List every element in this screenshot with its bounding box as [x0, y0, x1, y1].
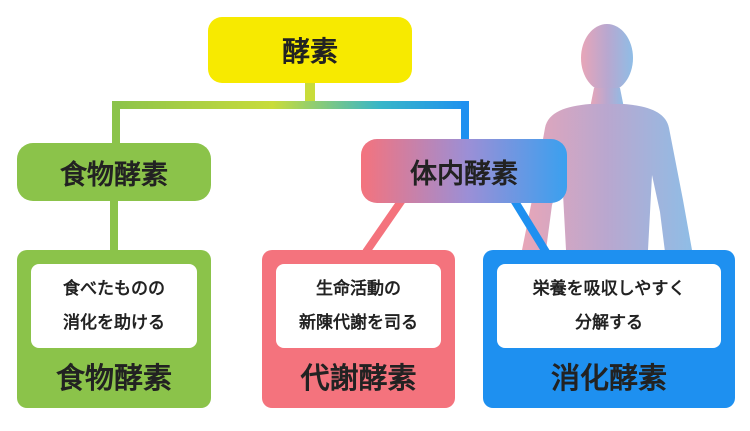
card-digestive-desc-line2: 分解する — [575, 313, 643, 333]
root-node-enzyme: 酵素 — [208, 17, 412, 83]
card-metabolic-title: 代謝酵素 — [300, 361, 417, 395]
node-food-enzyme-label: 食物酵素 — [60, 159, 168, 191]
card-metabolic-desc-line1: 生命活動の — [316, 279, 401, 299]
card-food-desc-line1: 食べたものの — [63, 279, 165, 299]
connector-top-stem — [305, 83, 315, 105]
card-food-desc-line2: 消化を助ける — [63, 313, 165, 333]
card-digestive-desc-line1: 栄養を吸収しやすく — [532, 279, 686, 299]
card-metabolic-enzyme: 生命活動の 新陳代謝を司る 代謝酵素 — [262, 250, 455, 408]
connector-digestive-card — [510, 197, 550, 255]
root-node-label: 酵素 — [281, 35, 338, 68]
card-food-enzyme: 食べたものの 消化を助ける 食物酵素 — [17, 250, 211, 408]
card-food-description: 食べたものの 消化を助ける — [31, 264, 197, 348]
card-metabolic-desc-line2: 新陳代謝を司る — [299, 313, 418, 333]
node-body-enzyme-label: 体内酵素 — [410, 158, 518, 190]
connector-right-drop — [461, 101, 469, 141]
connector-metabolic-card — [362, 197, 406, 255]
card-digestive-title: 消化酵素 — [550, 361, 667, 395]
connector-horizontal — [112, 101, 469, 109]
node-food-enzyme: 食物酵素 — [17, 143, 211, 201]
node-body-enzyme: 体内酵素 — [361, 139, 567, 203]
card-food-title: 食物酵素 — [55, 361, 172, 395]
connector-left-drop — [112, 101, 120, 145]
card-digestive-description: 栄養を吸収しやすく 分解する — [497, 264, 721, 348]
card-digestive-enzyme: 栄養を吸収しやすく 分解する 消化酵素 — [483, 250, 735, 408]
card-metabolic-description: 生命活動の 新陳代謝を司る — [276, 264, 441, 348]
human-silhouette-icon — [522, 24, 692, 252]
connector-food-card — [110, 200, 118, 252]
